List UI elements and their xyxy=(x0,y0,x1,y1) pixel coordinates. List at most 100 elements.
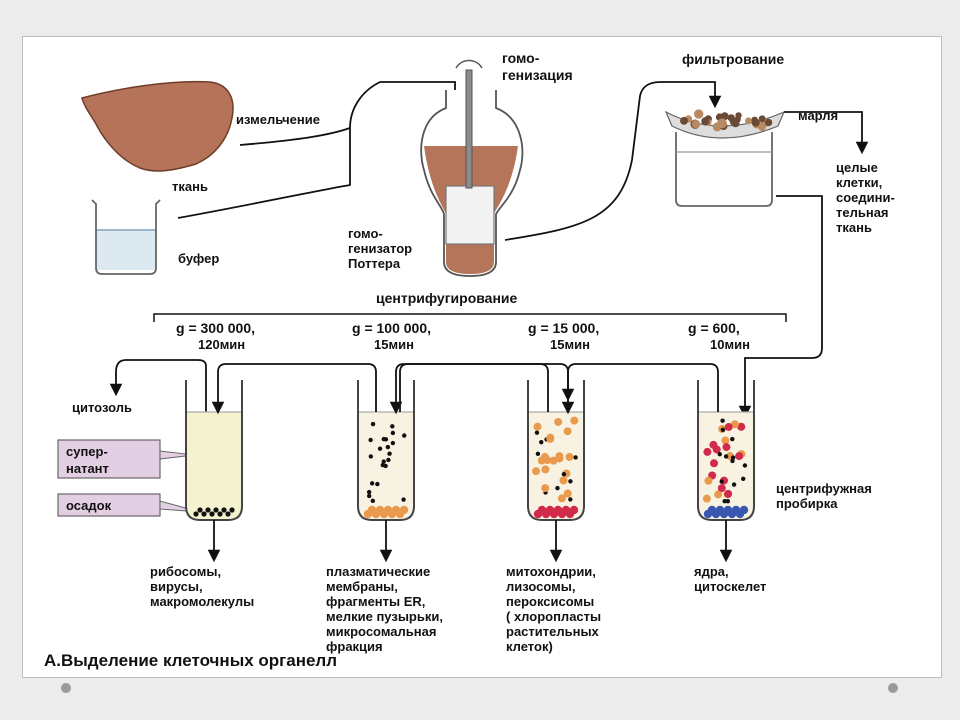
time-label: 120мин xyxy=(198,337,245,352)
pellet-particle xyxy=(213,507,219,513)
cytosol-arrow xyxy=(109,359,207,412)
particle xyxy=(543,456,552,465)
particle xyxy=(381,436,387,442)
fraction-text: микросомальная xyxy=(326,624,436,639)
particle xyxy=(714,490,723,499)
transfer-arrow xyxy=(399,363,575,412)
filtering-label: фильтрование xyxy=(682,51,784,67)
debris-particle xyxy=(735,112,742,119)
particle xyxy=(568,479,573,484)
particle xyxy=(386,457,391,463)
right-bullet xyxy=(888,683,898,693)
fraction-text: лизосомы, xyxy=(506,579,576,594)
transfer-arrow xyxy=(389,363,549,415)
particle xyxy=(709,440,718,449)
g-force-label: g = 600, xyxy=(688,320,740,336)
buffer-beaker xyxy=(91,199,161,275)
pellet-particle xyxy=(229,507,235,513)
particle xyxy=(559,476,568,485)
gauze-debris xyxy=(680,109,773,132)
particle xyxy=(702,494,711,503)
homogenization-label-line1: гомо- xyxy=(502,50,540,66)
gauze-label: марля xyxy=(798,108,838,123)
particle xyxy=(390,430,396,436)
g-force-label: g = 300 000, xyxy=(176,320,255,336)
particle xyxy=(387,451,392,456)
particle xyxy=(380,462,385,468)
debris-particle xyxy=(731,119,740,128)
particle xyxy=(730,420,739,429)
pellet-label: осадок xyxy=(66,498,112,513)
particle xyxy=(731,482,737,487)
homogenization-label-line2: генизация xyxy=(502,67,573,83)
particle xyxy=(722,499,727,504)
time-label: 10мин xyxy=(710,337,750,352)
whole-cells-line5: ткань xyxy=(836,220,872,235)
particle xyxy=(555,454,564,463)
particle xyxy=(720,427,726,433)
tube-fluid xyxy=(186,412,242,520)
whole-cells-line3: соедини- xyxy=(836,190,895,205)
filter-beaker xyxy=(664,110,786,207)
fraction-text: фракция xyxy=(326,639,383,654)
pellet-particle xyxy=(209,511,215,517)
fraction-text: клеток) xyxy=(506,639,553,654)
debris-particle xyxy=(720,112,729,121)
tissue-label: ткань xyxy=(172,179,208,194)
whole-cells-line1: целые xyxy=(836,160,878,175)
fraction-text: макромолекулы xyxy=(150,594,254,609)
particle xyxy=(534,430,540,435)
centrifuge-tubes: g = 300 000,120минрибосомы,вирусы,макром… xyxy=(150,320,766,654)
supernatant-line1: супер- xyxy=(66,444,108,459)
particle xyxy=(539,439,544,445)
pellet-particle xyxy=(201,511,207,517)
grinding-label: измельчение xyxy=(236,112,320,127)
particle xyxy=(385,444,391,450)
supernatant-line2: натант xyxy=(66,461,109,476)
fraction-text: ( хлоропласты xyxy=(506,609,601,624)
particle xyxy=(368,454,374,459)
particle xyxy=(563,427,572,436)
pellet-particle xyxy=(739,505,749,515)
filtrate-line xyxy=(738,195,823,419)
particle xyxy=(554,417,563,426)
centrifuge-tube-line1: центрифужная xyxy=(776,481,872,496)
particle xyxy=(735,452,744,461)
debris-particle xyxy=(744,117,752,125)
particle xyxy=(730,436,735,442)
particle xyxy=(565,452,574,461)
debris-particle xyxy=(694,109,704,119)
particle xyxy=(402,433,407,438)
homogenizer-label-line2: генизатор xyxy=(348,241,412,256)
homogenizer-label-line1: гомо- xyxy=(348,226,383,241)
particle xyxy=(704,476,713,485)
particle xyxy=(724,489,733,498)
particle xyxy=(366,493,372,499)
particle xyxy=(730,455,736,460)
pellet-particle xyxy=(205,507,211,513)
left-bullet xyxy=(61,683,71,693)
tube-fluid xyxy=(698,412,754,520)
centrifuge-tube-1: g = 300 000,120минрибосомы,вирусы,макром… xyxy=(150,320,255,609)
pellet-particle xyxy=(225,511,231,517)
particle xyxy=(546,434,555,443)
particle xyxy=(703,447,712,456)
fraction-text: ядра, xyxy=(694,564,729,579)
time-label: 15мин xyxy=(550,337,590,352)
particle xyxy=(401,497,406,502)
particle xyxy=(741,476,746,481)
buffer-line xyxy=(177,81,462,219)
transfer-arrow xyxy=(211,363,377,415)
particle xyxy=(568,497,573,502)
particle xyxy=(541,484,550,493)
particle xyxy=(370,498,376,504)
centrifuge-tube-line2: пробирка xyxy=(776,496,838,511)
fraction-text: рибосомы, xyxy=(150,564,221,579)
grinding-line xyxy=(239,127,351,146)
particle xyxy=(375,481,380,487)
particle xyxy=(724,422,733,431)
potter-homogenizer xyxy=(420,59,524,277)
particle xyxy=(737,422,746,431)
